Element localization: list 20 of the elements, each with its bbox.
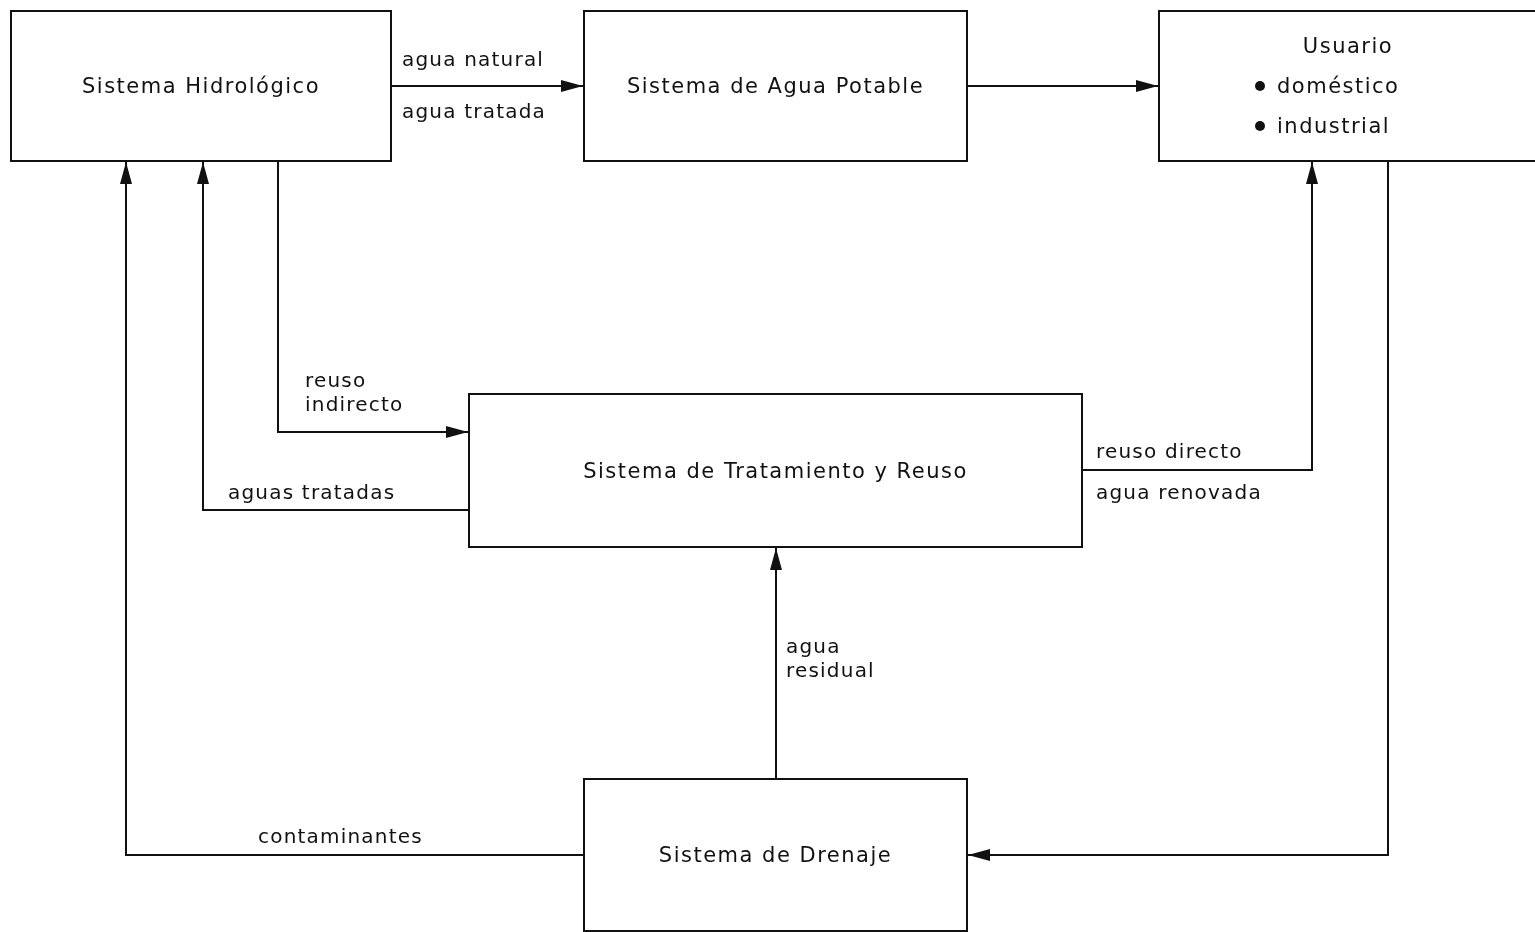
process-box <box>1158 10 1535 162</box>
box-label: Usuario <box>1302 33 1394 60</box>
arrow <box>197 161 469 511</box>
box-label: Sistema de Drenaje <box>658 842 893 869</box>
list-item: doméstico <box>1255 66 1400 106</box>
arrow <box>391 80 584 92</box>
process-box <box>583 778 968 932</box>
arrow <box>770 547 782 779</box>
arrow <box>967 80 1159 92</box>
box-label: Sistema de Agua Potable <box>626 73 925 100</box>
list-item: industrial <box>1255 106 1391 146</box>
arrow <box>120 161 584 856</box>
process-box <box>583 10 968 162</box>
arrow <box>967 161 1389 861</box>
process-box <box>10 10 392 162</box>
arrow <box>1082 161 1318 471</box>
process-box <box>468 393 1083 548</box>
arrow <box>277 161 469 438</box>
box-label: Sistema de Tratamiento y Reuso <box>583 457 968 485</box>
box-label: Sistema Hidrológico <box>82 73 320 100</box>
